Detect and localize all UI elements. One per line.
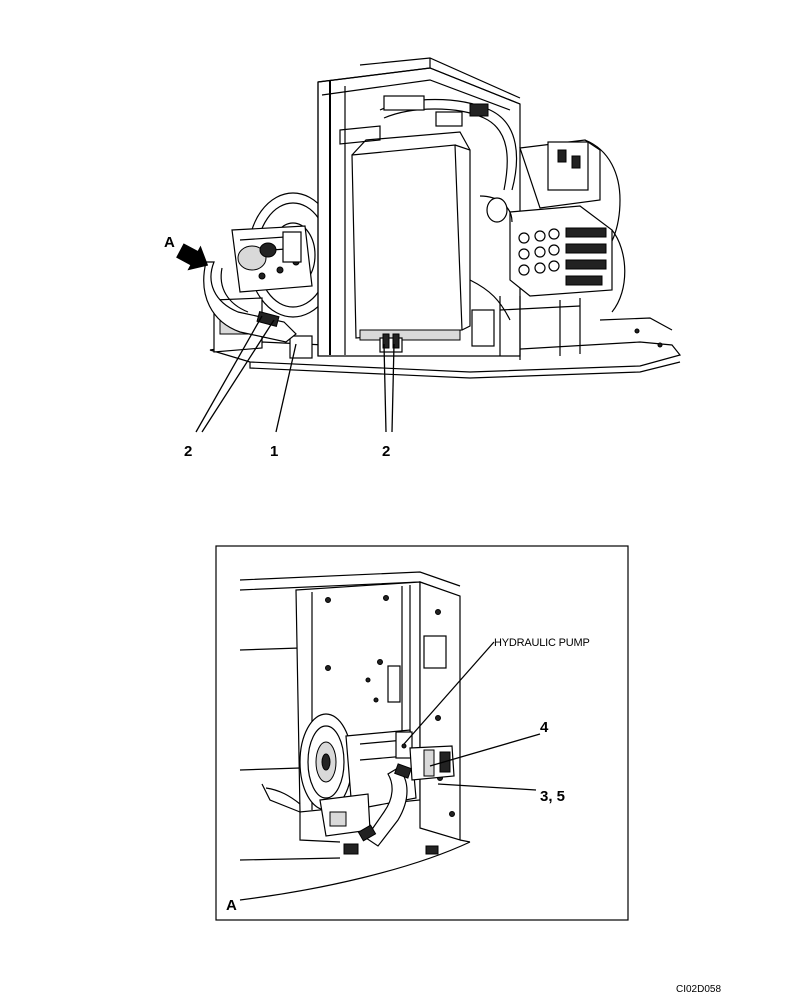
- callout-4: 4: [540, 719, 549, 736]
- main-view-drawing: [203, 57, 682, 379]
- callout-suction-hose: 1: [270, 443, 278, 460]
- drawing-id: CI02D058: [676, 984, 721, 995]
- hydraulic-pump-label: HYDRAULIC PUMP: [494, 637, 590, 649]
- valve-spools: [565, 227, 607, 286]
- detail-view-drawing: [239, 571, 471, 901]
- main-view-leaders: [195, 315, 395, 433]
- detail-view-leaders: [403, 641, 541, 791]
- callout-3-5: 3, 5: [540, 788, 565, 805]
- detail-view-label: A: [226, 897, 237, 914]
- view-direction-arrow-icon: [176, 243, 209, 271]
- view-arrow-label: A: [164, 234, 175, 251]
- valve-ports: [518, 228, 560, 276]
- callout-hose-clamp-right: 2: [382, 443, 390, 460]
- callout-hose-clamp-left: 2: [184, 443, 192, 460]
